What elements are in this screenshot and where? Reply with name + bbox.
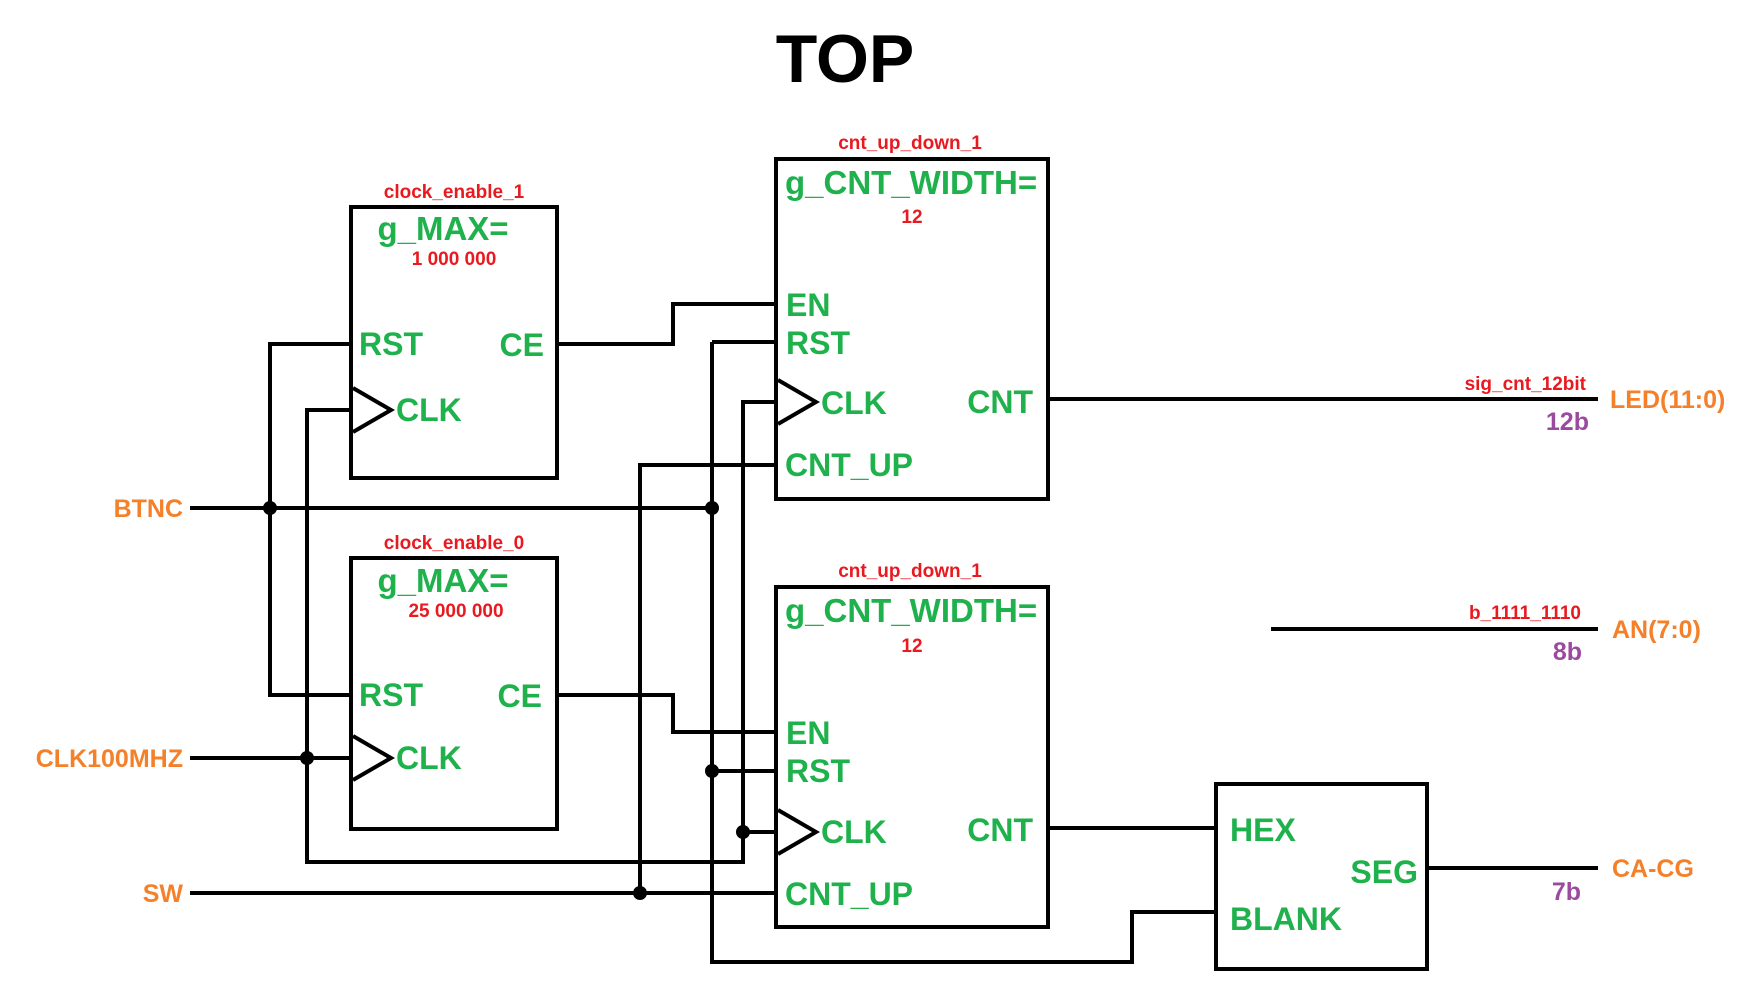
block-body bbox=[349, 556, 559, 831]
generic-label: g_MAX= bbox=[377, 562, 508, 599]
port-clk: CLK bbox=[396, 392, 462, 428]
port-rst: RST bbox=[359, 326, 423, 362]
wire-sw bbox=[190, 463, 776, 895]
clock-triangle-icon bbox=[351, 734, 395, 782]
block-body bbox=[774, 585, 1050, 929]
signal-label: b_1111_1110 bbox=[1469, 603, 1581, 624]
port-ce: CE bbox=[498, 678, 542, 714]
signal-label: sig_cnt_12bit bbox=[1465, 374, 1587, 395]
port-clk: CLK bbox=[821, 385, 887, 421]
clock-triangle-icon bbox=[776, 808, 820, 856]
port-ce: CE bbox=[500, 327, 544, 363]
diagram-title: TOP bbox=[776, 21, 915, 97]
wire-clk-bus bbox=[305, 400, 776, 864]
clock-triangle-icon bbox=[351, 386, 395, 434]
block-body bbox=[1214, 782, 1429, 971]
generic-value: 12 bbox=[901, 636, 922, 657]
block-hex7seg: HEX BLANK SEG bbox=[1214, 782, 1429, 971]
port-en: EN bbox=[786, 287, 830, 323]
block-counter-bottom: cnt_up_down_1 g_CNT_WIDTH= 12 EN RST CLK… bbox=[774, 561, 1050, 929]
port-blank: BLANK bbox=[1230, 901, 1342, 937]
outputs: sig_cnt_12bit LED(11:0) 12b b_1111_1110 … bbox=[1465, 374, 1726, 906]
generic-value: 25 000 000 bbox=[408, 601, 503, 622]
bus-width: 8b bbox=[1553, 638, 1582, 666]
port-cnt: CNT bbox=[967, 812, 1033, 848]
block-clock-enable-1: clock_enable_1 g_MAX= 1 000 000 RST CE C… bbox=[349, 182, 559, 480]
block-clock-enable-0: clock_enable_0 g_MAX= 25 000 000 RST CE … bbox=[349, 533, 559, 831]
instance-name: cnt_up_down_1 bbox=[838, 133, 982, 154]
junction-dot bbox=[705, 501, 719, 515]
generic-label: g_CNT_WIDTH= bbox=[785, 164, 1037, 201]
input-clk100mhz: CLK100MHZ bbox=[36, 745, 183, 773]
junctions bbox=[263, 501, 750, 900]
port-cnt-up: CNT_UP bbox=[785, 876, 913, 912]
block-body bbox=[774, 157, 1050, 501]
junction-dot bbox=[300, 751, 314, 765]
wire-ce0-en bbox=[557, 693, 776, 734]
bus-width: 7b bbox=[1552, 878, 1581, 906]
junction-dot bbox=[705, 764, 719, 778]
bus-width: 12b bbox=[1546, 408, 1589, 436]
junction-dot bbox=[736, 825, 750, 839]
junction-dot bbox=[263, 501, 277, 515]
port-rst: RST bbox=[359, 677, 423, 713]
input-btnc: BTNC bbox=[114, 495, 183, 523]
output-an: AN(7:0) bbox=[1612, 616, 1701, 644]
wire-btnc-ce-rst bbox=[268, 342, 351, 697]
block-body bbox=[349, 205, 559, 480]
port-clk: CLK bbox=[821, 814, 887, 850]
wire-ce1-en bbox=[557, 302, 776, 346]
generic-value: 12 bbox=[901, 207, 922, 228]
output-led: LED(11:0) bbox=[1610, 386, 1725, 414]
instance-name: cnt_up_down_1 bbox=[838, 561, 982, 582]
block-counter-top: cnt_up_down_1 g_CNT_WIDTH= 12 EN RST CLK… bbox=[774, 133, 1050, 501]
generic-label: g_MAX= bbox=[377, 210, 508, 247]
inputs: BTNC CLK100MHZ SW bbox=[36, 495, 184, 908]
port-cnt: CNT bbox=[967, 384, 1033, 420]
instance-name: clock_enable_0 bbox=[384, 533, 524, 554]
port-en: EN bbox=[786, 715, 830, 751]
output-seg: CA-CG bbox=[1612, 855, 1694, 883]
port-clk: CLK bbox=[396, 740, 462, 776]
port-rst: RST bbox=[786, 325, 850, 361]
port-cnt-up: CNT_UP bbox=[785, 447, 913, 483]
wires bbox=[190, 302, 1598, 964]
instance-name: clock_enable_1 bbox=[384, 182, 525, 203]
port-seg: SEG bbox=[1350, 854, 1418, 890]
wire-btnc-cnt-rst bbox=[710, 340, 1216, 964]
port-hex: HEX bbox=[1230, 812, 1296, 848]
junction-dot bbox=[633, 886, 647, 900]
clock-triangle-icon bbox=[776, 378, 820, 426]
generic-value: 1 000 000 bbox=[412, 249, 497, 270]
input-sw: SW bbox=[143, 880, 184, 908]
port-rst: RST bbox=[786, 753, 850, 789]
generic-label: g_CNT_WIDTH= bbox=[785, 592, 1037, 629]
